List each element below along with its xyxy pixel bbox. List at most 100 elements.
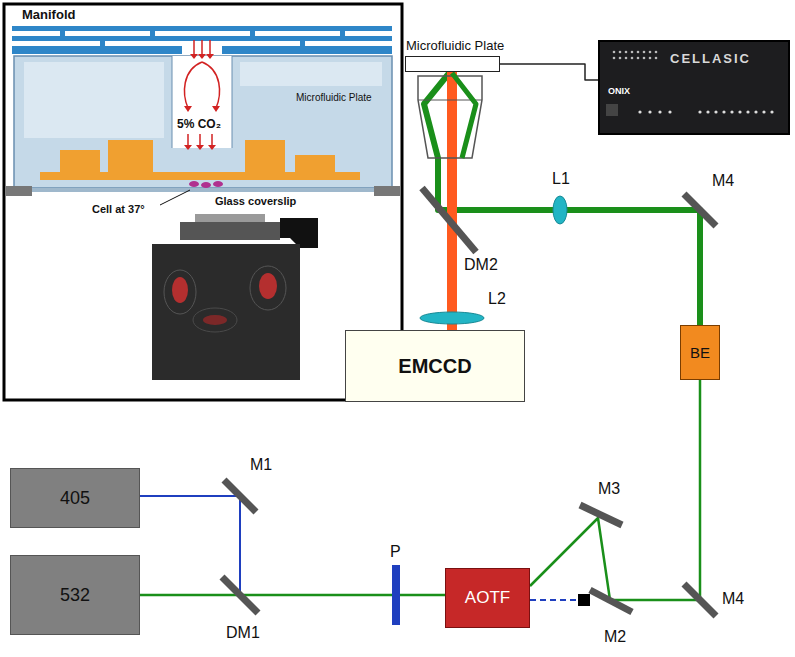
manifold-bars xyxy=(60,31,65,36)
cell-image xyxy=(259,273,277,299)
microfluidic-plate-body xyxy=(240,62,382,86)
green-beam xyxy=(530,380,700,600)
logo-dots xyxy=(631,57,634,60)
zero-order-beam xyxy=(530,599,578,601)
fluid-wells xyxy=(60,150,100,172)
microfluidic-plate-body xyxy=(172,56,173,148)
fluid-wells xyxy=(295,155,335,172)
logo-dots xyxy=(625,51,628,54)
arrow-heads xyxy=(198,54,206,59)
laser-box: 405 xyxy=(10,468,140,528)
microscope-objective xyxy=(280,218,318,248)
node-text: AOTF xyxy=(465,588,510,608)
node-text: 405 xyxy=(60,488,90,509)
part-label: Microfluidic Plate xyxy=(296,92,372,104)
status-lights xyxy=(762,110,765,113)
coverslip-and-supports xyxy=(6,186,32,196)
microfluidic-plate-body xyxy=(172,56,232,148)
gas-flow-arrows xyxy=(202,62,219,108)
microfluidic-plate-body xyxy=(232,56,233,148)
gas-flow-arrows xyxy=(201,40,203,54)
leader-line xyxy=(160,190,190,205)
logo-dots xyxy=(643,57,646,60)
beam-dump xyxy=(578,594,590,606)
lens xyxy=(420,312,484,324)
component-label: L1 xyxy=(552,170,570,188)
node-text: EMCCD xyxy=(398,355,471,378)
logo-dots xyxy=(625,57,628,60)
lens xyxy=(553,196,567,224)
microscope-objective xyxy=(195,214,265,222)
perfusion-controller: CELLASIC ONIX xyxy=(598,40,790,135)
coverslip-and-supports xyxy=(14,188,392,192)
part-label: Cell at 37° xyxy=(92,203,145,216)
status-lights xyxy=(638,110,773,113)
cells xyxy=(213,181,223,187)
beam-expander: BE xyxy=(680,325,720,380)
component-label: L2 xyxy=(488,290,506,308)
gas-label: 5% CO₂ xyxy=(177,118,221,132)
manifold-bars xyxy=(100,41,105,46)
node-text: Microfluidic Plate xyxy=(406,39,504,54)
component-label: M4 xyxy=(712,172,734,190)
logo-dots xyxy=(613,51,658,60)
manifold-bars xyxy=(12,46,182,54)
microscope-objective xyxy=(180,222,280,240)
gas-flow-arrows xyxy=(185,62,202,108)
node-text: 532 xyxy=(60,585,90,606)
status-lights xyxy=(770,110,773,113)
arrow-heads xyxy=(212,106,220,112)
component-label: M4 xyxy=(722,590,744,608)
component-label: P xyxy=(390,543,401,561)
gas-flow-arrows xyxy=(209,40,211,54)
arrow-heads xyxy=(184,54,220,150)
status-lights xyxy=(722,110,725,113)
dichroic-mirror xyxy=(222,577,258,613)
arrow-heads xyxy=(206,54,214,59)
cell-image xyxy=(203,315,227,325)
control-cable xyxy=(500,64,598,80)
cell-image xyxy=(152,244,300,380)
mirror xyxy=(684,584,716,616)
node-text: ONIX xyxy=(608,86,630,96)
arrow-heads xyxy=(184,106,192,112)
component-label: M1 xyxy=(250,456,272,474)
emission-beam xyxy=(447,72,457,330)
status-lights xyxy=(754,110,757,113)
arrow-heads xyxy=(190,54,198,59)
status-lights xyxy=(746,110,749,113)
logo-dots xyxy=(613,57,616,60)
arrow-heads xyxy=(196,145,204,150)
logo-dots xyxy=(649,57,652,60)
manifold-bars xyxy=(12,26,392,54)
component-label: M2 xyxy=(604,628,626,646)
coverslip-and-supports xyxy=(6,186,400,196)
status-lights xyxy=(658,110,661,113)
microfluidic-plate-body xyxy=(14,56,392,188)
manifold-bars xyxy=(250,31,255,36)
arrow-heads xyxy=(184,145,192,150)
dichroic-mirror xyxy=(422,188,476,252)
logo-dots xyxy=(655,51,658,54)
excitation-beam xyxy=(452,73,476,158)
gas-flow-arrows xyxy=(193,40,195,54)
microfluidic-plate-body xyxy=(14,56,392,188)
part-label: Manifold xyxy=(22,8,75,23)
status-lights xyxy=(698,110,701,113)
status-lights xyxy=(648,110,651,113)
manifold-bars xyxy=(340,31,345,36)
cell-image xyxy=(164,270,196,314)
status-lights xyxy=(730,110,733,113)
gas-flow-arrows xyxy=(187,134,189,145)
gas-flow-arrows xyxy=(211,134,213,145)
cell-image xyxy=(193,308,237,332)
fluid-wells xyxy=(245,140,285,172)
arrow-heads xyxy=(208,145,216,150)
cell-image xyxy=(250,266,286,310)
gas-flow-arrows xyxy=(199,134,201,145)
microscope-objective xyxy=(180,214,318,248)
logo-dots xyxy=(613,51,616,54)
fluid-wells xyxy=(108,140,153,172)
logo-dots xyxy=(637,57,640,60)
node-text: CELLASIC xyxy=(670,52,751,67)
